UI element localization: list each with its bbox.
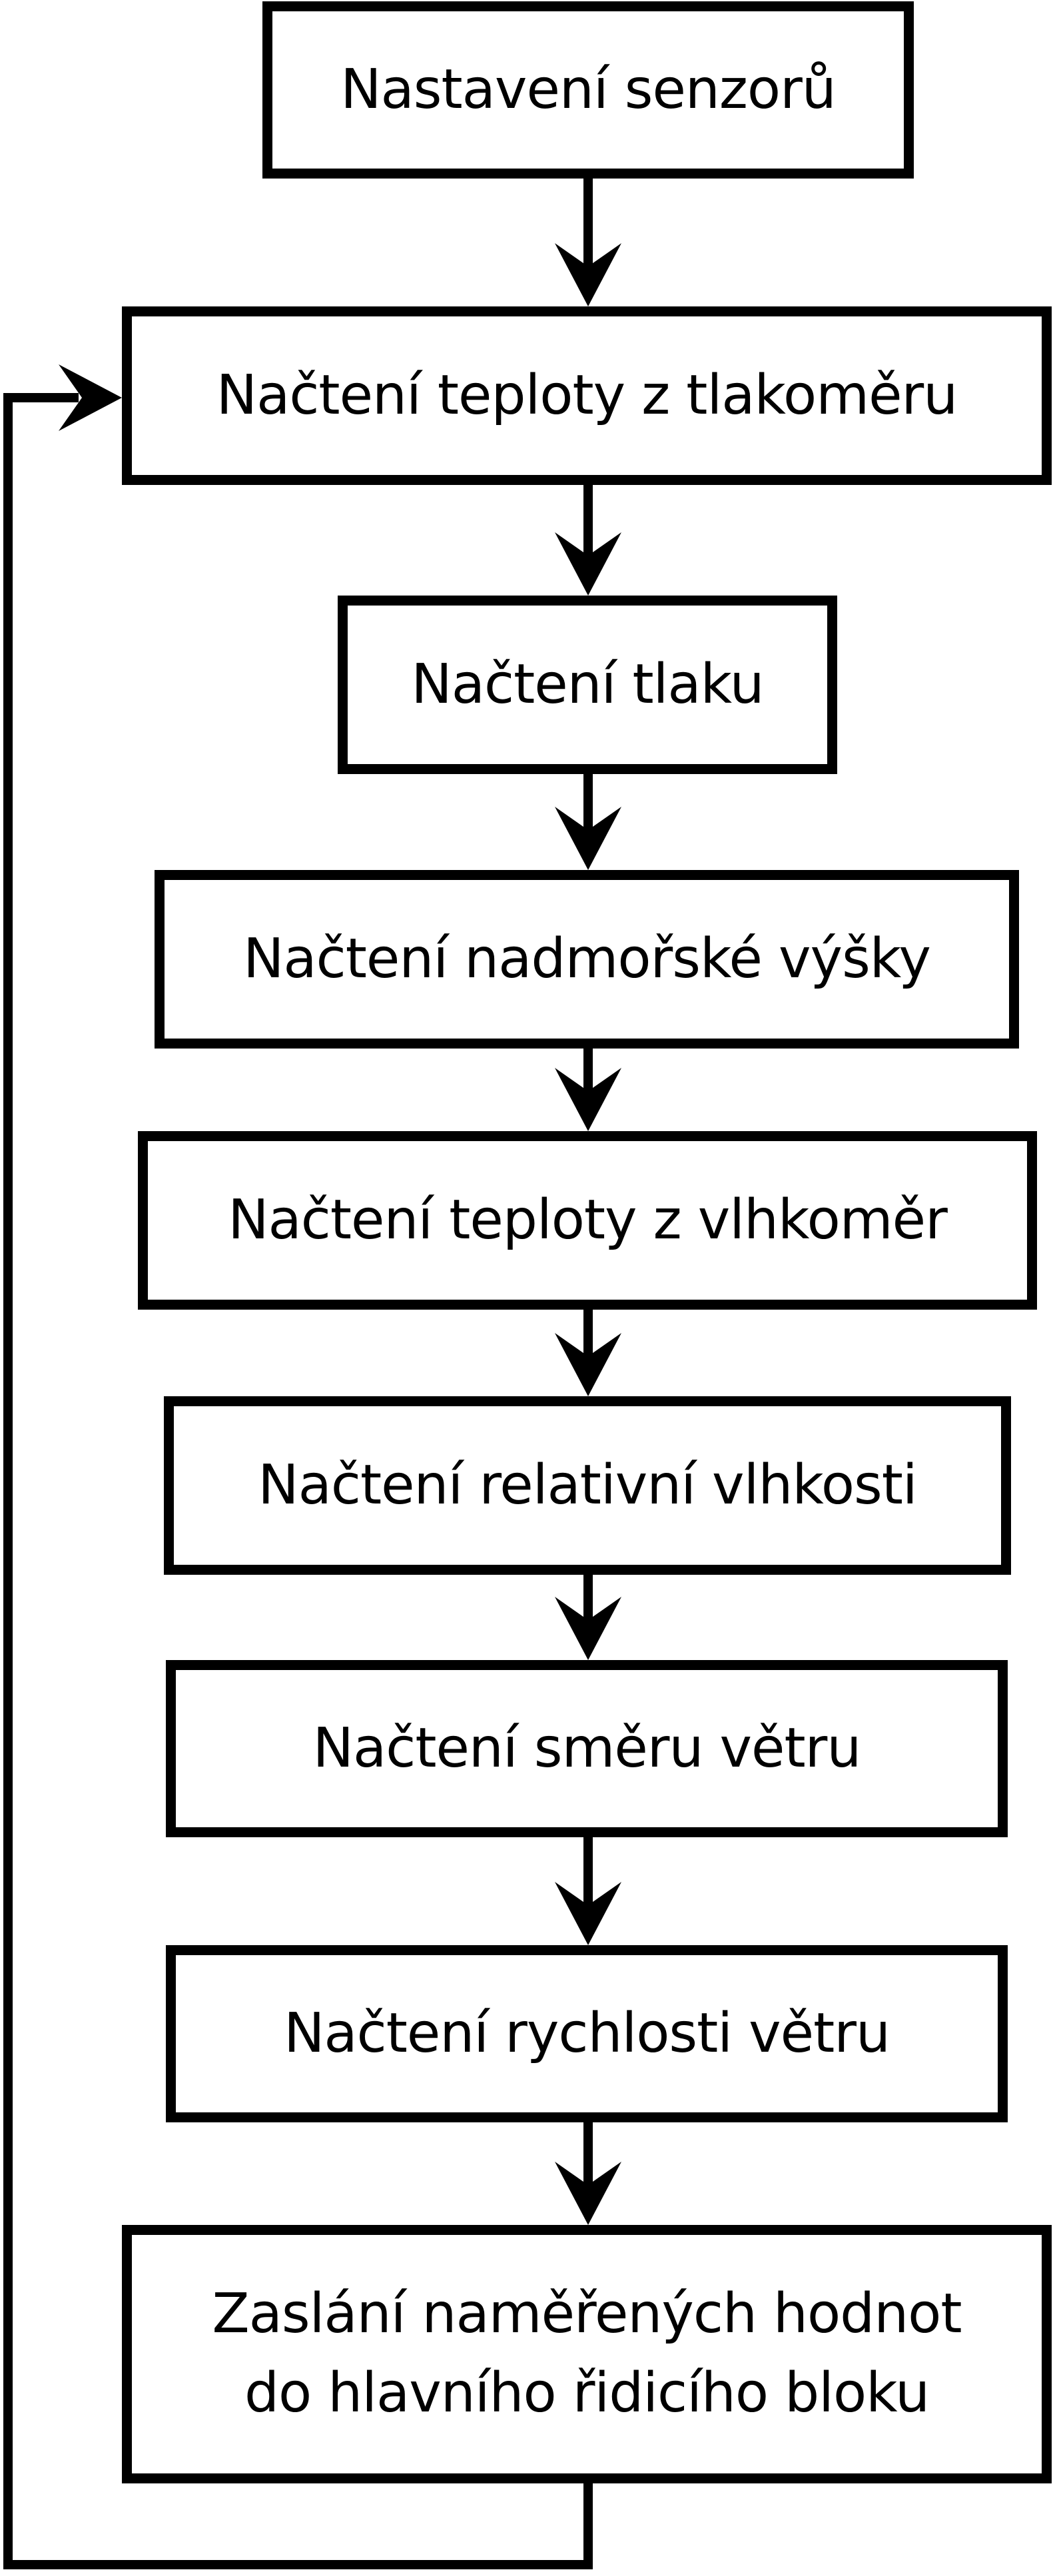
node-nacteni-nadmorske-vysky: Načtení nadmořské výšky bbox=[155, 870, 1019, 1049]
arrow-down-4 bbox=[555, 1047, 621, 1131]
arrow-down-7 bbox=[555, 1836, 621, 1945]
arrow-down-3 bbox=[555, 773, 621, 870]
node-zaslani-namerenych-hodnot: Zaslání naměřených hodnot do hlavního ři… bbox=[122, 2225, 1052, 2483]
node-nacteni-rychlosti-vetru: Načtení rychlosti větru bbox=[166, 1945, 1008, 2122]
node-nacteni-teploty-z-tlakomeru: Načtení teploty z tlakoměru bbox=[122, 306, 1052, 485]
arrow-down-2 bbox=[555, 484, 621, 596]
arrow-down-1 bbox=[555, 177, 621, 306]
node-label: Načtení teploty z tlakoměru bbox=[216, 363, 958, 427]
node-label: Načtení směru větru bbox=[312, 1716, 862, 1780]
arrow-down-6 bbox=[555, 1573, 621, 1660]
arrow-down-5 bbox=[555, 1308, 621, 1396]
node-label: Načtení teploty z vlhkoměr bbox=[228, 1188, 948, 1252]
node-label: Načtení tlaku bbox=[411, 652, 764, 716]
node-label: Zaslání naměřených hodnot do hlavního ři… bbox=[212, 2282, 962, 2425]
arrow-down-8 bbox=[555, 2121, 621, 2225]
node-label: Načtení rychlosti větru bbox=[284, 2001, 890, 2065]
node-label: Načtení nadmořské výšky bbox=[243, 927, 931, 991]
node-nastaveni-senzoru: Nastavení senzorů bbox=[262, 1, 914, 179]
node-nacteni-tlaku: Načtení tlaku bbox=[338, 596, 837, 774]
node-nacteni-teploty-z-vlhkomer: Načtení teploty z vlhkoměr bbox=[138, 1131, 1037, 1310]
loop-back-arrow bbox=[3, 364, 593, 2569]
node-nacteni-smeru-vetru: Načtení směru větru bbox=[166, 1660, 1008, 1837]
node-label: Načtení relativní vlhkosti bbox=[258, 1453, 917, 1517]
node-nacteni-relativni-vlhkosti: Načtení relativní vlhkosti bbox=[164, 1396, 1011, 1575]
node-label: Nastavení senzorů bbox=[340, 57, 837, 121]
